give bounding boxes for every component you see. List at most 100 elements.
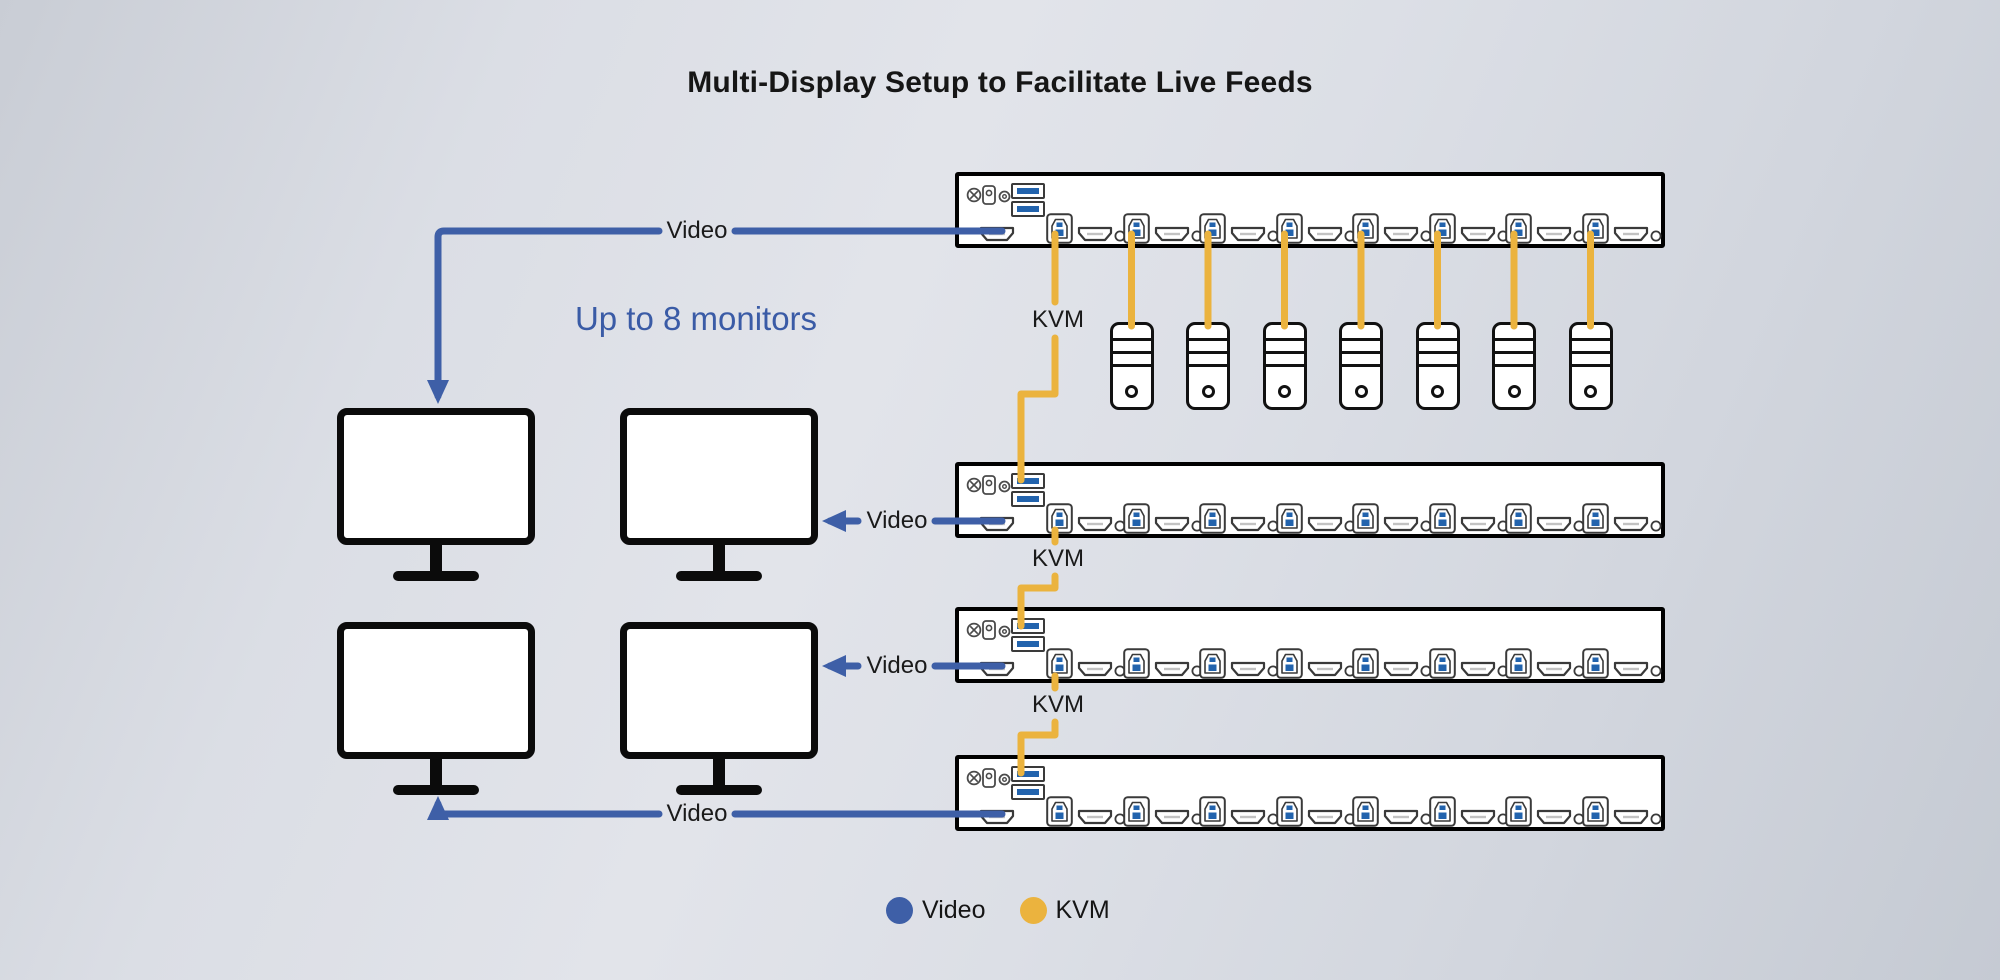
monitor-base bbox=[393, 571, 479, 581]
monitor-screen bbox=[337, 622, 535, 759]
hdmi-port-icon bbox=[1077, 226, 1113, 242]
hdmi-port-icon bbox=[1230, 661, 1266, 677]
hdmi-port-icon bbox=[1383, 809, 1419, 825]
audio-jack-icon bbox=[1650, 813, 1662, 825]
monitor-base bbox=[676, 785, 762, 795]
video-out-port-icon bbox=[979, 809, 1015, 825]
power-button-icon bbox=[966, 187, 982, 203]
usb-port-icon bbox=[1011, 491, 1045, 507]
hdmi-port-icon bbox=[1536, 516, 1572, 532]
legend-item-kvm: KVM bbox=[1019, 896, 1110, 925]
tower-vent-line bbox=[1265, 364, 1304, 367]
usb-b-port-icon bbox=[1428, 213, 1456, 244]
usb-b-port-icon bbox=[1122, 648, 1150, 679]
usb-b-port-icon bbox=[1428, 648, 1456, 679]
hdmi-port-icon bbox=[1230, 809, 1266, 825]
tower-vent-line bbox=[1112, 351, 1151, 354]
tower-vent-line bbox=[1112, 338, 1151, 341]
kvm-switch-3 bbox=[955, 607, 1665, 683]
kvm-cable-switch1-switch2-b bbox=[1017, 334, 1059, 484]
monitor-4 bbox=[620, 622, 818, 795]
usb-b-port-icon bbox=[1275, 796, 1303, 827]
hdmi-port-icon bbox=[1536, 809, 1572, 825]
hdmi-port-icon bbox=[1613, 226, 1649, 242]
usb-b-port-icon bbox=[1275, 648, 1303, 679]
tower-vent-line bbox=[1571, 351, 1610, 354]
video-cable-switch4-monitor3 bbox=[427, 796, 663, 820]
audio-jack-icon bbox=[998, 480, 1011, 493]
usb-b-port-icon bbox=[1505, 796, 1532, 827]
video-label-4: Video bbox=[666, 800, 728, 827]
console-usb-ports-icon bbox=[1011, 618, 1045, 654]
usb-port-icon bbox=[1011, 473, 1045, 489]
hdmi-port-icon bbox=[1383, 661, 1419, 677]
kvm-dot-icon bbox=[1019, 897, 1047, 924]
monitor-stand bbox=[713, 759, 725, 786]
kvm-label-1: KVM bbox=[1031, 306, 1085, 333]
hdmi-port-icon bbox=[1307, 809, 1343, 825]
usb-port-icon bbox=[1011, 636, 1045, 652]
audio-jack-icon bbox=[1650, 520, 1662, 532]
tower-power-button-icon bbox=[1584, 385, 1597, 398]
usb-b-port-icon bbox=[1275, 213, 1303, 244]
hdmi-port-icon bbox=[1230, 226, 1266, 242]
power-button-icon bbox=[966, 622, 982, 638]
tower-power-button-icon bbox=[1201, 385, 1215, 398]
usb-b-port-icon bbox=[1352, 213, 1379, 244]
legend: Video KVM bbox=[886, 896, 1110, 925]
dc-power-jack-icon bbox=[982, 185, 996, 205]
audio-jack-icon bbox=[998, 625, 1011, 638]
video-label-3: Video bbox=[866, 652, 928, 679]
monitor-screen bbox=[337, 408, 535, 545]
hdmi-port-icon bbox=[1460, 226, 1496, 242]
tower-power-button-icon bbox=[1354, 385, 1368, 398]
hdmi-port-icon bbox=[1077, 809, 1113, 825]
usb-b-port-icon bbox=[1505, 503, 1532, 534]
usb-b-port-icon bbox=[1046, 796, 1073, 827]
tower-vent-line bbox=[1189, 351, 1227, 354]
hdmi-port-icon bbox=[1307, 661, 1343, 677]
usb-b-port-icon bbox=[1581, 213, 1609, 244]
video-label-1: Video bbox=[666, 217, 728, 244]
up-to-8-monitors-note: Up to 8 monitors bbox=[574, 300, 818, 337]
tower-power-button-icon bbox=[1507, 385, 1521, 398]
tower-vent-line bbox=[1571, 338, 1610, 341]
usb-port-icon bbox=[1011, 618, 1045, 634]
usb-b-port-icon bbox=[1046, 503, 1073, 534]
usb-port-icon bbox=[1011, 766, 1045, 782]
hdmi-port-icon bbox=[1613, 661, 1649, 677]
monitor-stand bbox=[713, 545, 725, 572]
usb-b-port-icon bbox=[1352, 503, 1379, 534]
usb-b-port-icon bbox=[1352, 796, 1379, 827]
monitor-screen bbox=[620, 622, 818, 759]
kvm-switch-1 bbox=[955, 172, 1665, 248]
hdmi-port-icon bbox=[1307, 226, 1343, 242]
legend-kvm-label: KVM bbox=[1055, 896, 1110, 924]
hdmi-port-icon bbox=[1077, 516, 1113, 532]
dc-power-jack-icon bbox=[982, 620, 996, 640]
diagram-title: Multi-Display Setup to Facilitate Live F… bbox=[687, 66, 1313, 99]
tower-vent-line bbox=[1265, 338, 1304, 341]
hdmi-port-icon bbox=[1536, 661, 1572, 677]
video-out-port-icon bbox=[979, 226, 1015, 242]
hdmi-port-icon bbox=[1460, 516, 1496, 532]
monitor-3 bbox=[337, 622, 535, 795]
audio-jack-icon bbox=[1650, 665, 1662, 677]
usb-b-port-icon bbox=[1046, 213, 1073, 244]
monitor-2 bbox=[620, 408, 818, 581]
tower-vent-line bbox=[1418, 364, 1457, 367]
power-button-icon bbox=[966, 770, 982, 786]
usb-b-port-icon bbox=[1199, 648, 1226, 679]
tower-vent-line bbox=[1112, 364, 1151, 367]
computer-tower-4 bbox=[1339, 322, 1383, 410]
hdmi-port-icon bbox=[1460, 809, 1496, 825]
hdmi-port-icon bbox=[1613, 516, 1649, 532]
hdmi-port-icon bbox=[1154, 226, 1190, 242]
tower-vent-line bbox=[1495, 338, 1533, 341]
hdmi-port-icon bbox=[1154, 661, 1190, 677]
computer-tower-3 bbox=[1262, 322, 1307, 410]
video-dot-icon bbox=[886, 897, 913, 924]
tower-vent-line bbox=[1418, 338, 1457, 341]
usb-b-port-icon bbox=[1581, 648, 1609, 679]
usb-b-port-icon bbox=[1046, 648, 1073, 679]
